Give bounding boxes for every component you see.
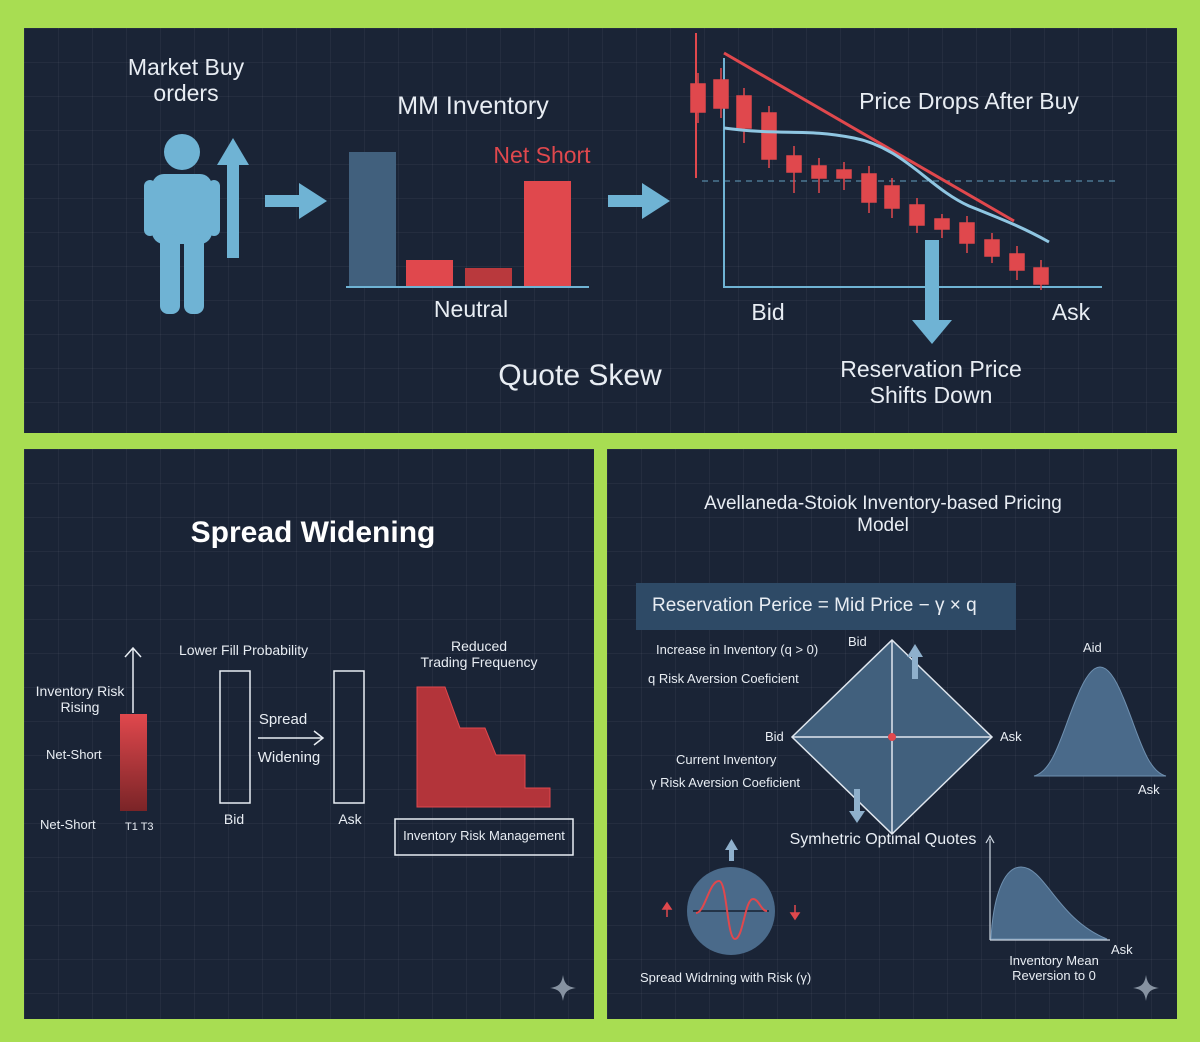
risk-bar (120, 714, 147, 811)
widen-down-arrow-icon (789, 905, 801, 921)
trader-person-icon (144, 134, 220, 314)
ask-label: Ask (338, 811, 362, 827)
mm-inventory-bars (346, 152, 589, 288)
ask-distribution-label: Ask (1138, 782, 1160, 797)
spread-label: Spread (258, 711, 308, 728)
q-risk-label: q Risk Aversion Coeficient (648, 671, 799, 686)
risk-management-label: Inventory Risk Management (403, 828, 565, 843)
widen-up-arrow-icon (661, 901, 673, 917)
formula-box (636, 583, 1016, 630)
bid-label: Bid (751, 299, 785, 325)
spread-widening-graphics (120, 646, 574, 856)
spread-widening-title: Spread Widening (190, 516, 436, 549)
buy-up-arrow-icon (217, 138, 249, 258)
quote-skew-graphics (144, 33, 1119, 344)
sparkle-icon (550, 975, 576, 1001)
widening-label: Widening (257, 749, 321, 766)
quote-diamond (790, 638, 994, 836)
net-short-label-2: Net-Short (40, 817, 96, 832)
pricing-model-graphics (636, 583, 1167, 955)
bid-label: Bid (223, 811, 245, 827)
current-inventory-label: Current Inventory (676, 752, 777, 767)
flow-arrow-icon (265, 183, 327, 219)
bid-box (219, 670, 251, 804)
time-labels: T1 T3 (125, 821, 154, 833)
synthetic-quotes-label: Symhetric Optimal Quotes (789, 831, 977, 848)
net-short-label: Net Short (493, 142, 591, 168)
price-drop-chart (690, 33, 1119, 290)
aid-label: Aid (1083, 640, 1102, 655)
ask-box (333, 670, 365, 804)
mm-inventory-label: MM Inventory (397, 92, 549, 120)
inventory-up-arrow-icon (907, 644, 923, 679)
inventory-down-arrow-icon (849, 789, 865, 823)
flow-arrow-icon-2 (608, 183, 670, 219)
reservation-down-arrow-icon (912, 240, 952, 344)
sparkle-icon-2 (1133, 975, 1159, 1001)
reservation-formula: Reservation Perice = Mid Price − γ × q (652, 595, 977, 616)
quote-skew-label: Quote Skew (498, 359, 662, 392)
ask-distribution-curve (1033, 666, 1167, 777)
bid-left-label: Bid (765, 729, 784, 744)
spread-up-arrow-icon (725, 839, 738, 861)
gamma-risk-label: γ Risk Aversion Coeficient (650, 775, 801, 790)
ask-right-label: Ask (1000, 729, 1022, 744)
spread-risk-circle (687, 867, 775, 955)
risk-management-box (394, 818, 574, 856)
avellaneda-model-panel: Avellaneda-Stoiok Inventory-based Pricin… (607, 449, 1177, 1019)
frequency-step-chart (416, 686, 551, 808)
mean-reversion-chart (985, 834, 1110, 941)
ask-label: Ask (1051, 299, 1091, 325)
bid-top-label: Bid (848, 634, 867, 649)
spread-arrow-icon (258, 730, 325, 746)
model-title: Avellaneda-Stoiok Inventory-based Pricin… (704, 493, 1062, 536)
spread-risk-label: Spread Widrning with Risk (γ) (640, 970, 812, 985)
lower-fill-label: Lower Fill Probability (179, 642, 309, 658)
increase-inventory-label: Increase in Inventory (q > 0) (656, 642, 819, 657)
neutral-label: Neutral (433, 296, 509, 322)
ask-bottom-label: Ask (1111, 942, 1133, 957)
price-drops-label: Price Drops After Buy (859, 88, 1079, 114)
net-short-label-1: Net-Short (46, 747, 102, 762)
risk-up-arrow-icon (124, 646, 142, 713)
